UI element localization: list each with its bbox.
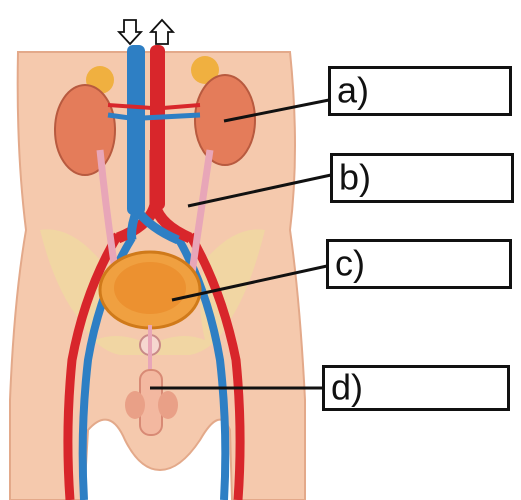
label-d: d) [331, 366, 364, 408]
vena-cava [127, 45, 145, 215]
leader-line-c [171, 264, 328, 302]
leader-line-b [187, 173, 332, 208]
label-box-b[interactable]: b) [330, 153, 514, 203]
label-a: a) [337, 69, 370, 111]
down-arrow-icon [116, 19, 144, 46]
label-box-c[interactable]: c) [326, 239, 512, 289]
right-adrenal-gland [191, 56, 219, 84]
left-kidney [54, 84, 116, 176]
bladder-inner [114, 262, 186, 314]
right-leg-artery [186, 232, 245, 500]
right-renal-vein [142, 112, 201, 121]
label-c: c) [335, 242, 365, 284]
leader-line-a [223, 98, 330, 123]
up-arrow-icon [148, 18, 176, 45]
left-leg-artery [63, 232, 122, 500]
right-testis [158, 391, 178, 419]
aorta [150, 45, 165, 210]
right-renal-artery [162, 103, 201, 110]
label-box-a[interactable]: a) [328, 66, 512, 116]
left-renal-artery [107, 103, 153, 110]
label-b: b) [339, 156, 372, 198]
label-box-d[interactable]: d) [322, 365, 510, 411]
left-testis [125, 391, 145, 419]
left-renal-vein [107, 112, 131, 121]
